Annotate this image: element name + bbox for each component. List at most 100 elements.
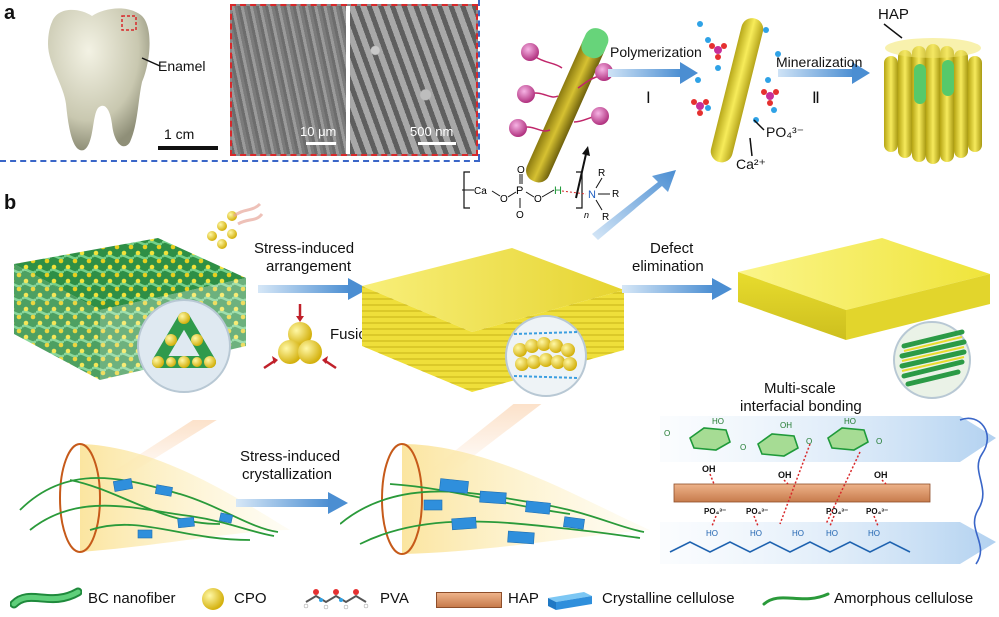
sem-image-box: 10 μm 500 nm (230, 4, 478, 156)
crystalline-cellulose-icon (548, 592, 592, 610)
sem-scale-bar-left (306, 142, 336, 145)
formula-n-subscript: n (584, 210, 589, 220)
enamel-zoom-box (121, 15, 137, 31)
stress-arrangement-label-1: Stress-induced (254, 240, 355, 257)
formula-o2: O (517, 165, 525, 176)
interfacial-bonding-schematic: O O O O HO OH HO OH OH OH PO₄³⁻ PO₄³⁻ PO… (660, 416, 996, 565)
po4-label-3: PO₄³⁻ (826, 507, 848, 516)
oh-label-2: OH (778, 470, 792, 480)
polymerized-rod (710, 18, 764, 163)
pva-molecule-icon (303, 589, 369, 610)
formula-r1: R (598, 168, 605, 179)
panel-a-letter: a (4, 2, 16, 24)
hap-columns (884, 44, 982, 164)
po4-label-4: PO₄³⁻ (866, 507, 888, 516)
nanofiber-cpo-illustration (509, 28, 613, 199)
legend-cpo: CPO (234, 590, 267, 607)
legend-hap: HAP (508, 590, 539, 607)
legend-amorphous-cellulose: Amorphous cellulose (834, 590, 974, 607)
tooth-scale-bar (158, 146, 218, 150)
panel-a-right-border (478, 0, 480, 160)
panel-a-bottom-border (0, 160, 480, 162)
stress-crystallization-label-1: Stress-induced (240, 448, 341, 465)
formula-ca: Ca (474, 186, 487, 197)
calcium-ions (695, 21, 781, 123)
ho-pva-3: HO (792, 529, 804, 538)
formula-r3: R (602, 212, 609, 223)
enamel-label: Enamel (158, 58, 206, 74)
bonding-title-2: interfacial bonding (740, 398, 862, 415)
amorphous-cellulose-icon (762, 592, 830, 606)
formula-r2: R (612, 189, 619, 200)
mineralization-step-number: Ⅱ (812, 90, 820, 107)
tooth-shape (48, 8, 150, 151)
hap-bar-icon (436, 592, 502, 608)
svg-text:O: O (876, 437, 882, 446)
po4-label-1: PO₄³⁻ (704, 507, 726, 516)
oh-label-1: OH (702, 464, 716, 474)
sem-scale-label-left: 10 μm (300, 124, 337, 139)
sem-image-microscale (232, 6, 346, 154)
sem-image-nanoscale (350, 6, 476, 154)
dense-composite-block (738, 238, 990, 399)
polymerization-label: Polymerization (610, 44, 702, 60)
enamel-pointer-line (141, 57, 161, 67)
svg-text:O: O (806, 437, 812, 446)
stress-crystallization-label-2: crystallization (242, 466, 333, 483)
legend: BC nanofiber CPO PVA HAP Crystalline cel… (0, 582, 999, 616)
ho-label-2: OH (780, 421, 792, 430)
stress-crystallization-arrow (236, 492, 348, 514)
tooth-scale-label: 1 cm (164, 126, 195, 142)
ho-pva-4: HO (826, 529, 838, 538)
polymerization-arrow (608, 62, 698, 84)
ho-pva-2: HO (750, 529, 762, 538)
sem-scale-bar-right (418, 142, 456, 145)
chemical-formula: Ca O P O O O H n N R R R (462, 165, 619, 223)
fiber-bundle-magnifier (893, 321, 971, 399)
legend-pva: PVA (380, 590, 409, 607)
formula-o1: O (500, 194, 508, 205)
formula-h: H (554, 185, 562, 197)
layered-magnifier (505, 315, 587, 397)
dense-crystalline-blocks (423, 478, 585, 545)
defect-elimination-arrow (622, 278, 732, 300)
ho-pva-1: HO (706, 529, 718, 538)
pva-chain (669, 541, 911, 553)
cellulose-rings (689, 427, 869, 457)
svg-text:O: O (740, 443, 746, 452)
ho-label-3: HO (844, 417, 856, 426)
stress-arrangement-arrow (258, 278, 368, 300)
network-magnifier (137, 299, 231, 393)
mineralization-label: Mineralization (776, 54, 863, 70)
fusion-illustration (263, 304, 337, 370)
nanofiber-rod (526, 33, 606, 183)
formula-o4: O (534, 194, 542, 205)
panel-b-letter: b (4, 192, 17, 214)
calcium-label: Ca²⁺ (736, 156, 766, 172)
cpo-particles (509, 43, 613, 137)
ho-pva-5: HO (868, 529, 880, 538)
crystalline-fiber-cone (340, 404, 650, 555)
hap-layer (673, 483, 931, 503)
ho-label-1: HO (712, 417, 724, 426)
sparse-crystalline-blocks (112, 478, 234, 539)
formula-o3: O (516, 210, 524, 221)
formula-pointer-arrow (575, 153, 587, 199)
amorphous-fiber-cone (19, 420, 290, 553)
po4-label-2: PO₄³⁻ (746, 507, 768, 516)
formula-p: P (516, 185, 523, 197)
tooth-illustration (48, 8, 161, 151)
phosphate-ions (691, 43, 779, 116)
hap-label: HAP (878, 6, 909, 23)
b-to-a-connector-arrow (592, 170, 676, 240)
ions-rod-illustration (691, 18, 781, 163)
cpo-sphere-icon (202, 588, 224, 610)
formula-nitrogen: N (588, 189, 596, 201)
oh-label-3: OH (874, 470, 888, 480)
phosphate-label: PO₄³⁻ (766, 124, 804, 140)
legend-crystalline-cellulose: Crystalline cellulose (602, 590, 735, 607)
polymerization-step-number: Ⅰ (646, 90, 651, 107)
nanofiber-green-tip (581, 28, 609, 59)
svg-text:O: O (664, 429, 670, 438)
incoming-cpo-particles (207, 211, 237, 249)
